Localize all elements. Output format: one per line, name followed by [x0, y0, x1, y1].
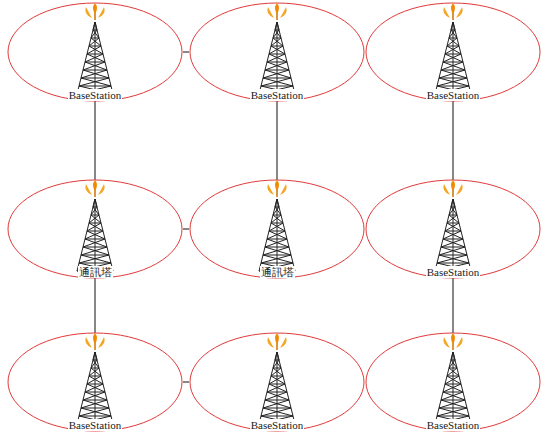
cell-outline: [7, 332, 183, 432]
cell-outline: [365, 2, 541, 102]
cell-ellipse: [190, 3, 364, 101]
tower-icon: [435, 352, 471, 424]
station-label: 通訊塔: [260, 266, 295, 278]
tower-icon: [259, 22, 295, 94]
antenna-signal: [443, 333, 463, 350]
tower-icon: [435, 199, 471, 271]
antenna-signal: [267, 333, 287, 350]
station-label: BaseStation: [426, 89, 481, 101]
cell-ellipse: [8, 180, 182, 278]
antenna-signal: [267, 3, 287, 20]
antenna-signal: [443, 3, 463, 20]
cell-outline: [365, 179, 541, 279]
tower-icon: [77, 199, 113, 271]
link-line: [183, 52, 189, 53]
base-station-cell: BaseStation: [7, 332, 183, 432]
tower-icon: [77, 22, 113, 94]
tower-icon: [259, 199, 295, 271]
link-line: [453, 278, 454, 333]
station-label: BaseStation: [250, 89, 305, 101]
station-label: BaseStation: [68, 419, 123, 431]
cell-outline: [189, 2, 365, 102]
cell-ellipse: [190, 180, 364, 278]
cell-outline: [7, 179, 183, 279]
link-line: [453, 101, 454, 180]
station-label: BaseStation: [250, 419, 305, 431]
base-station-cell: BaseStation: [365, 2, 541, 102]
link-line: [95, 101, 96, 180]
cell-outline: [189, 179, 365, 279]
link-line: [183, 229, 189, 230]
base-station-cell: 通訊塔: [189, 179, 365, 279]
antenna-signal: [85, 333, 105, 350]
cell-outline: [365, 332, 541, 432]
cell-ellipse: [8, 333, 182, 431]
link-line: [277, 101, 278, 180]
station-label: BaseStation: [68, 89, 123, 101]
cell-ellipse: [366, 333, 540, 431]
base-station-cell: 通訊塔: [7, 179, 183, 279]
base-station-cell: BaseStation: [7, 2, 183, 102]
cell-ellipse: [190, 333, 364, 431]
station-label: BaseStation: [426, 419, 481, 431]
base-station-cell: BaseStation: [189, 332, 365, 432]
cell-ellipse: [8, 3, 182, 101]
base-station-cell: BaseStation: [365, 179, 541, 279]
base-station-cell: BaseStation: [189, 2, 365, 102]
antenna-signal: [85, 3, 105, 20]
antenna-signal: [85, 180, 105, 197]
tower-icon: [435, 22, 471, 94]
cell-outline: [7, 2, 183, 102]
antenna-signal: [443, 180, 463, 197]
cell-ellipse: [366, 180, 540, 278]
antenna-signal: [267, 180, 287, 197]
base-station-cell: BaseStation: [365, 332, 541, 432]
tower-icon: [77, 352, 113, 424]
cell-outline: [189, 332, 365, 432]
link-line: [95, 278, 96, 333]
station-label: BaseStation: [426, 266, 481, 278]
cell-ellipse: [366, 3, 540, 101]
tower-icon: [259, 352, 295, 424]
link-line: [183, 382, 189, 383]
station-label: 通訊塔: [78, 266, 113, 278]
